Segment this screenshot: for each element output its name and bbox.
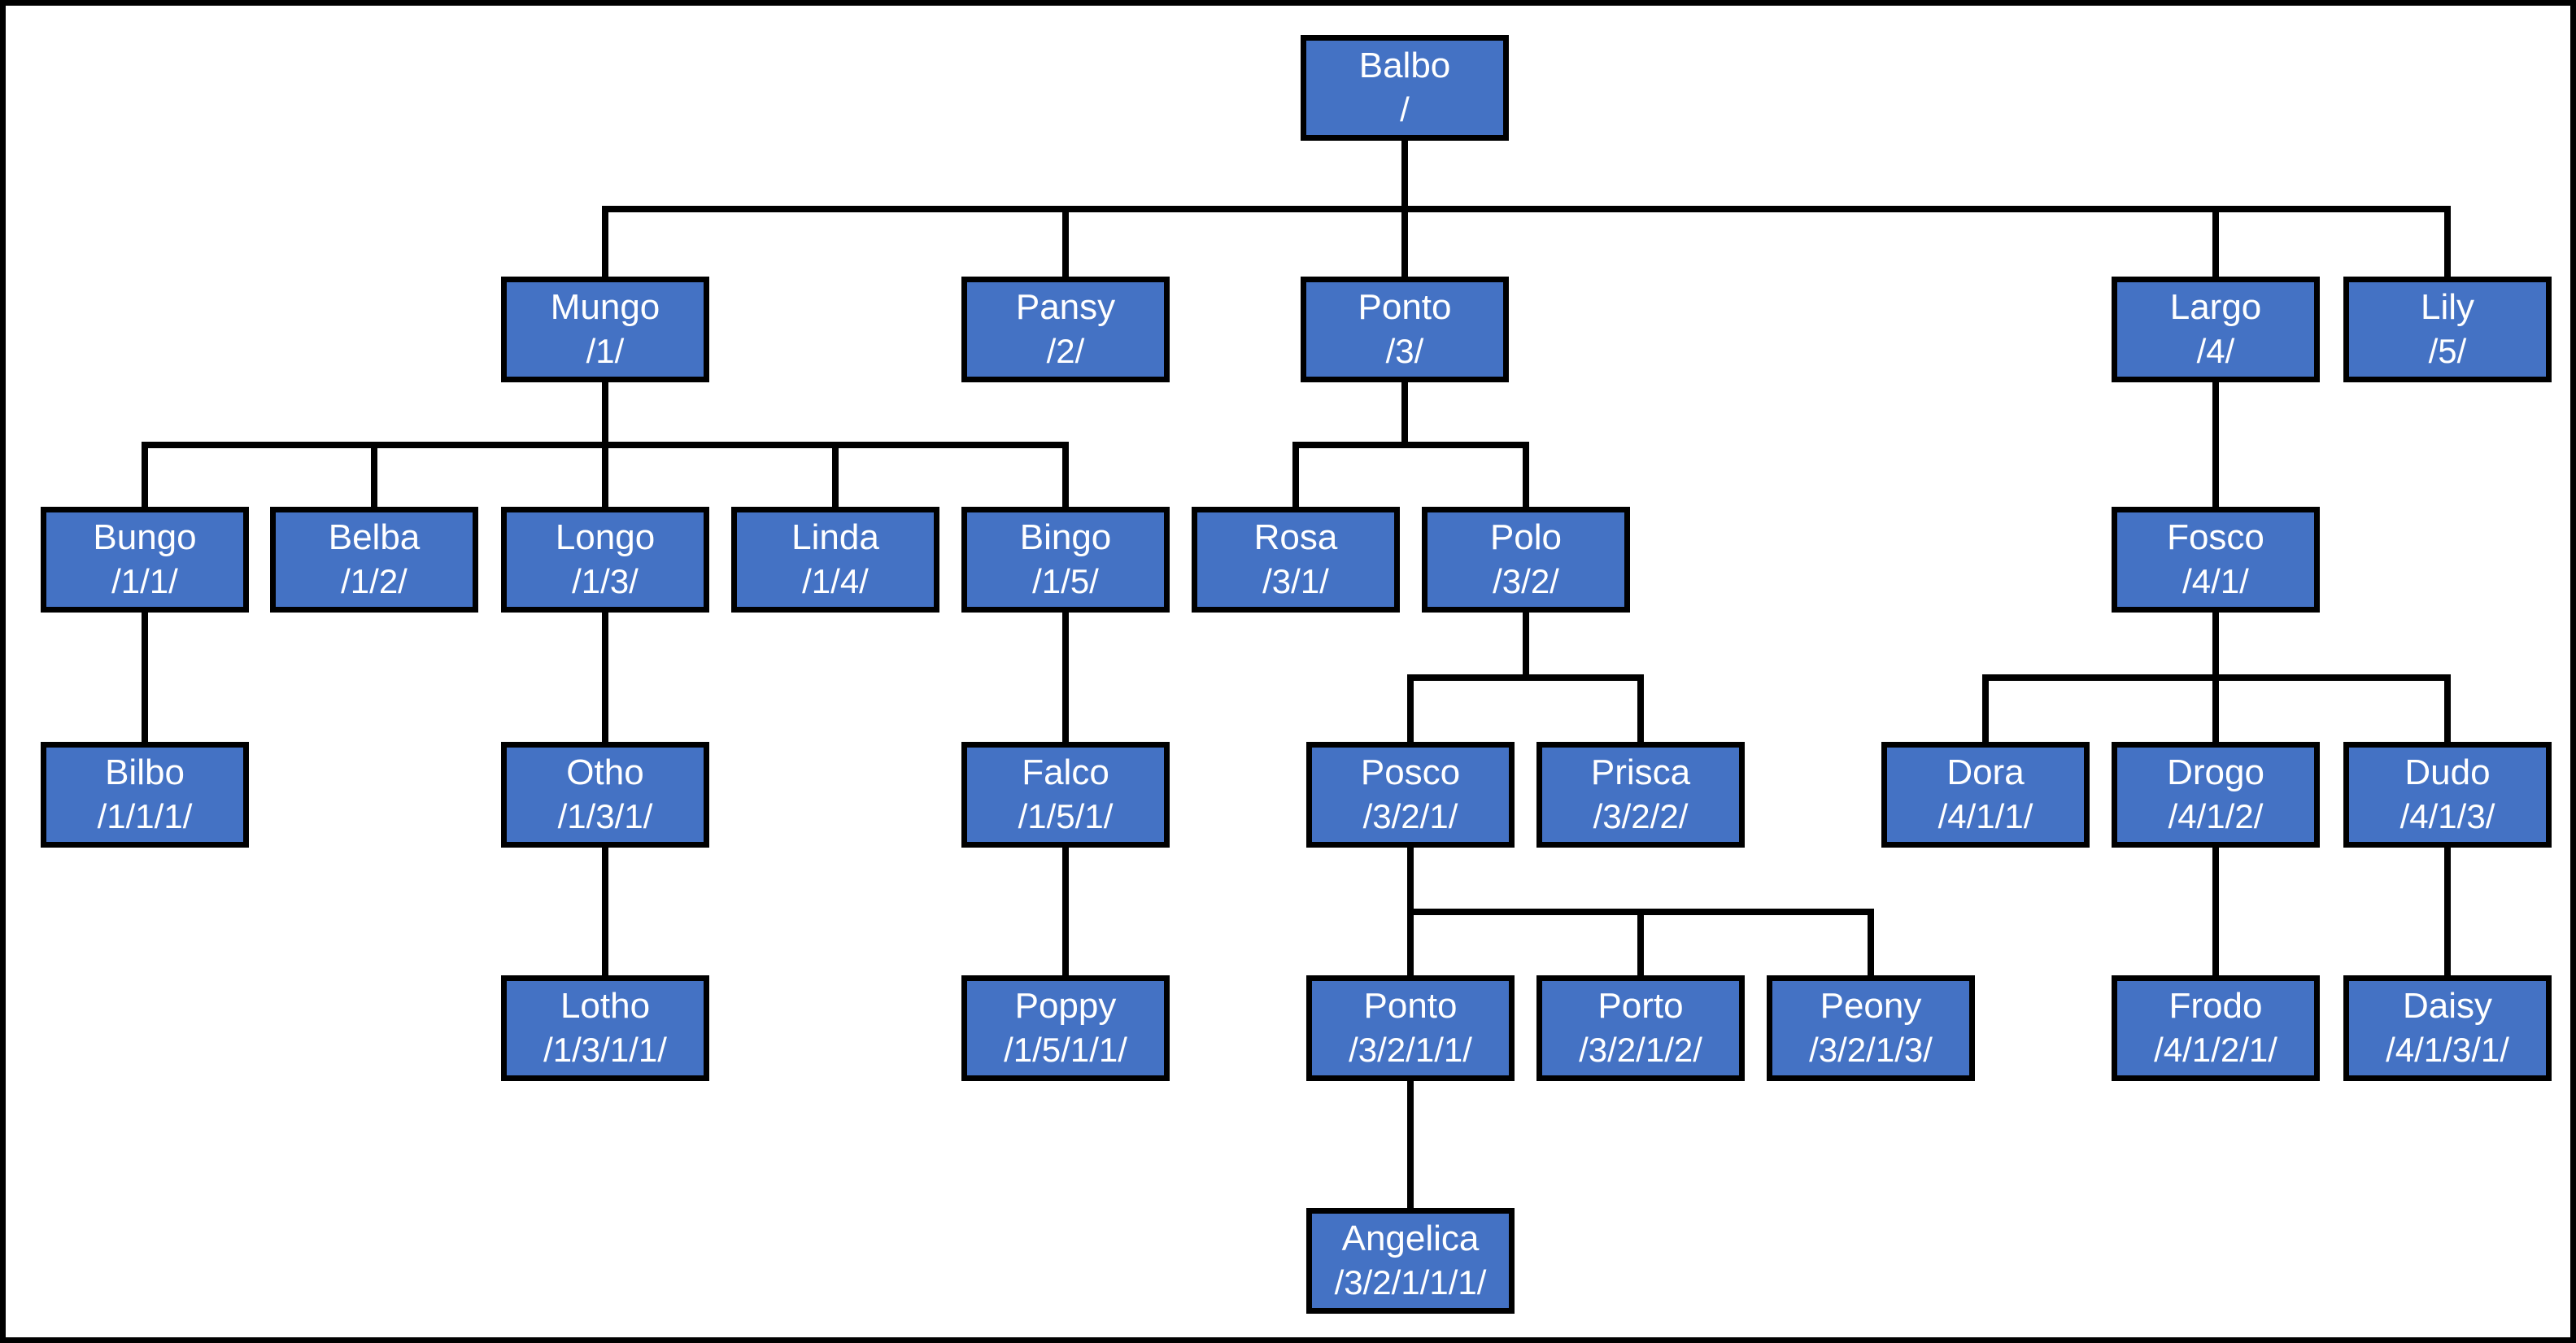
node-name: Peony: [1820, 986, 1922, 1026]
node-name: Posco: [1360, 752, 1461, 792]
node-name: Dora: [1946, 752, 2025, 792]
tree-node-lotho[interactable]: Lotho/1/3/1/1/: [501, 975, 709, 1081]
tree-node-peony[interactable]: Peony/3/2/1/3/: [1767, 975, 1975, 1081]
tree-node-porto[interactable]: Porto/3/2/1/2/: [1536, 975, 1745, 1081]
tree-node-bungo[interactable]: Bungo/1/1/: [41, 507, 249, 613]
node-name: Prisca: [1590, 752, 1691, 792]
tree-node-poppy[interactable]: Poppy/1/5/1/1/: [961, 975, 1170, 1081]
node-path: /1/2/: [341, 562, 408, 600]
node-name: Largo: [2169, 287, 2262, 327]
node-path: /: [1400, 90, 1410, 129]
node-path: /1/1/: [111, 562, 178, 600]
node-path: /1/: [586, 332, 625, 370]
node-name: Dudo: [2404, 752, 2491, 792]
node-path: /3/2/1/2/: [1579, 1031, 1702, 1069]
tree-node-bilbo[interactable]: Bilbo/1/1/1/: [41, 742, 249, 848]
tree-node-frodo[interactable]: Frodo/4/1/2/1/: [2112, 975, 2320, 1081]
node-name: Bilbo: [105, 752, 185, 792]
node-name: Daisy: [2402, 986, 2493, 1026]
node-name: Belba: [328, 517, 421, 557]
node-name: Linda: [791, 517, 879, 557]
node-path: /3/2/2/: [1593, 797, 1689, 835]
node-path: /1/3/: [572, 562, 639, 600]
node-path: /1/5/: [1032, 562, 1099, 600]
tree-node-longo[interactable]: Longo/1/3/: [501, 507, 709, 613]
node-path: /4/1/2/1/: [2154, 1031, 2277, 1069]
node-path: /3/1/: [1262, 562, 1329, 600]
node-name: Polo: [1489, 517, 1563, 557]
node-name: Pansy: [1015, 287, 1116, 327]
node-path: /1/4/: [802, 562, 869, 600]
node-path: /4/1/1/: [1937, 797, 2033, 835]
tree-node-lily[interactable]: Lily/5/: [2343, 277, 2552, 382]
node-path: /1/3/1/: [557, 797, 653, 835]
node-path: /3/2/1/3/: [1809, 1031, 1933, 1069]
node-path: /2/: [1046, 332, 1085, 370]
node-name: Rosa: [1253, 517, 1338, 557]
node-path: /4/1/2/: [2168, 797, 2264, 835]
node-path: /1/3/1/1/: [543, 1031, 667, 1069]
node-path: /3/2/1/1/1/: [1334, 1263, 1487, 1302]
node-name: Falco: [1022, 752, 1109, 792]
node-path: /4/1/3/1/: [2386, 1031, 2509, 1069]
node-name: Drogo: [2167, 752, 2264, 792]
tree-node-bingo[interactable]: Bingo/1/5/: [961, 507, 1170, 613]
node-path: /3/2/1/1/: [1349, 1031, 1472, 1069]
node-name: Balbo: [1358, 46, 1451, 85]
tree-node-dudo[interactable]: Dudo/4/1/3/: [2343, 742, 2552, 848]
tree-node-belba[interactable]: Belba/1/2/: [270, 507, 478, 613]
node-path: /3/2/: [1493, 562, 1559, 600]
node-name: Angelica: [1341, 1219, 1480, 1258]
node-name: Bingo: [1019, 517, 1112, 557]
tree-node-falco[interactable]: Falco/1/5/1/: [961, 742, 1170, 848]
node-name: Fosco: [2167, 517, 2264, 557]
node-path: /1/5/1/: [1018, 797, 1114, 835]
node-name: Poppy: [1014, 986, 1117, 1026]
node-path: /5/: [2428, 332, 2467, 370]
node-name: Lotho: [560, 986, 651, 1026]
tree-node-angelica[interactable]: Angelica/3/2/1/1/1/: [1306, 1208, 1515, 1314]
node-name: Porto: [1597, 986, 1684, 1026]
tree-node-linda[interactable]: Linda/1/4/: [731, 507, 939, 613]
connector-layer: [142, 137, 2451, 1211]
node-path: /3/: [1385, 332, 1424, 370]
node-path: /4/1/: [2182, 562, 2249, 600]
node-path: /1/1/1/: [97, 797, 193, 835]
tree-node-mungo[interactable]: Mungo/1/: [501, 277, 709, 382]
tree-node-posco[interactable]: Posco/3/2/1/: [1306, 742, 1515, 848]
node-name: Bungo: [93, 517, 197, 557]
tree-node-drogo[interactable]: Drogo/4/1/2/: [2112, 742, 2320, 848]
tree-node-balbo[interactable]: Balbo /: [1301, 35, 1509, 141]
node-name: Mungo: [550, 287, 660, 327]
node-name: Otho: [566, 752, 644, 792]
tree-node-ponto[interactable]: Ponto/3/: [1301, 277, 1509, 382]
node-path: /4/: [2196, 332, 2235, 370]
node-name: Lily: [2420, 287, 2475, 327]
node-path: /3/2/1/: [1362, 797, 1458, 835]
tree-node-dora[interactable]: Dora/4/1/1/: [1881, 742, 2090, 848]
node-name: Frodo: [2168, 986, 2263, 1026]
node-path: /1/5/1/1/: [1004, 1031, 1127, 1069]
tree-node-fosco[interactable]: Fosco/4/1/: [2112, 507, 2320, 613]
tree-node-rosa[interactable]: Rosa/3/1/: [1192, 507, 1400, 613]
node-path: /4/1/3/: [2399, 797, 2495, 835]
node-name: Ponto: [1358, 287, 1452, 327]
tree-node-otho[interactable]: Otho/1/3/1/: [501, 742, 709, 848]
tree-node-largo[interactable]: Largo/4/: [2112, 277, 2320, 382]
tree-node-daisy[interactable]: Daisy/4/1/3/1/: [2343, 975, 2552, 1081]
node-name: Longo: [555, 517, 656, 557]
tree-node-pansy[interactable]: Pansy/2/: [961, 277, 1170, 382]
tree-node-ponto2[interactable]: Ponto/3/2/1/1/: [1306, 975, 1515, 1081]
tree-node-prisca[interactable]: Prisca/3/2/2/: [1536, 742, 1745, 848]
tree-node-polo[interactable]: Polo/3/2/: [1422, 507, 1630, 613]
node-name: Ponto: [1363, 986, 1458, 1026]
